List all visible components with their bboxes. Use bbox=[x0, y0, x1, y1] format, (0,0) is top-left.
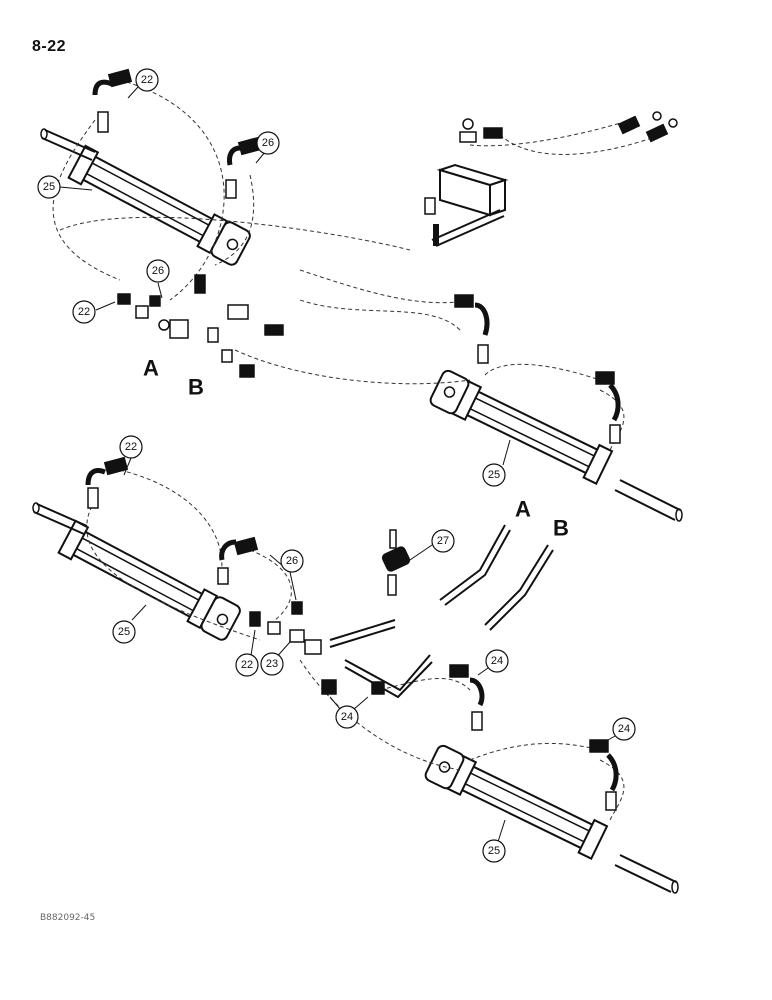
callout-label: 27 bbox=[437, 535, 449, 547]
callout-25-bottom-left: 25 bbox=[112, 620, 136, 644]
callout-label: 26 bbox=[152, 265, 164, 277]
callout-26-top: 26 bbox=[256, 131, 280, 155]
cylinder-bottom-left bbox=[32, 502, 241, 641]
figure-code: B882092-45 bbox=[40, 913, 96, 923]
callout-22-top: 22 bbox=[135, 68, 159, 92]
callout-label: 24 bbox=[491, 655, 503, 667]
tube-letter-b: B bbox=[553, 516, 569, 541]
callout-label: 22 bbox=[125, 441, 137, 453]
callout-label: 25 bbox=[118, 626, 130, 638]
cylinder-bottom-right bbox=[424, 744, 679, 894]
callout-25-top-right: 25 bbox=[482, 463, 506, 487]
callout-24-right: 24 bbox=[485, 649, 509, 673]
fittings bbox=[85, 68, 678, 811]
page-number: 8-22 bbox=[32, 38, 67, 55]
callout-22-fitting: 22 bbox=[235, 653, 259, 677]
callout-22-bottom: 22 bbox=[119, 435, 143, 459]
callout-label: 22 bbox=[141, 74, 153, 86]
port-letter-a: A bbox=[143, 356, 159, 381]
cylinder-top-left bbox=[40, 128, 251, 266]
callout-25-top-left: 25 bbox=[37, 175, 61, 199]
callout-26-bottom: 26 bbox=[280, 549, 304, 573]
cylinder-top-right bbox=[429, 369, 683, 522]
callout-label: 26 bbox=[262, 137, 274, 149]
callout-24-far-right: 24 bbox=[612, 717, 636, 741]
callout-label: 24 bbox=[618, 723, 630, 735]
callout-label: 25 bbox=[488, 845, 500, 857]
hydraulic-tubes bbox=[329, 524, 554, 699]
callout-22-manifold: 22 bbox=[72, 300, 96, 324]
callout-label: 25 bbox=[43, 181, 55, 193]
callout-label: 25 bbox=[488, 469, 500, 481]
callout-24-bottom: 24 bbox=[335, 705, 359, 729]
callout-23: 23 bbox=[260, 652, 284, 676]
callout-label: 23 bbox=[266, 658, 278, 670]
callout-label: 26 bbox=[286, 555, 298, 567]
callout-label: 22 bbox=[241, 659, 253, 671]
callout-26-manifold: 26 bbox=[146, 259, 170, 283]
hose-lines bbox=[52, 79, 661, 821]
tube-letter-a: A bbox=[515, 497, 531, 522]
callout-label: 24 bbox=[341, 711, 353, 723]
callout-25-bottom-right: 25 bbox=[482, 839, 506, 863]
callout-27: 27 bbox=[431, 529, 455, 553]
callout-label: 22 bbox=[78, 306, 90, 318]
port-letter-b: B bbox=[188, 375, 204, 400]
control-valve bbox=[424, 118, 509, 247]
